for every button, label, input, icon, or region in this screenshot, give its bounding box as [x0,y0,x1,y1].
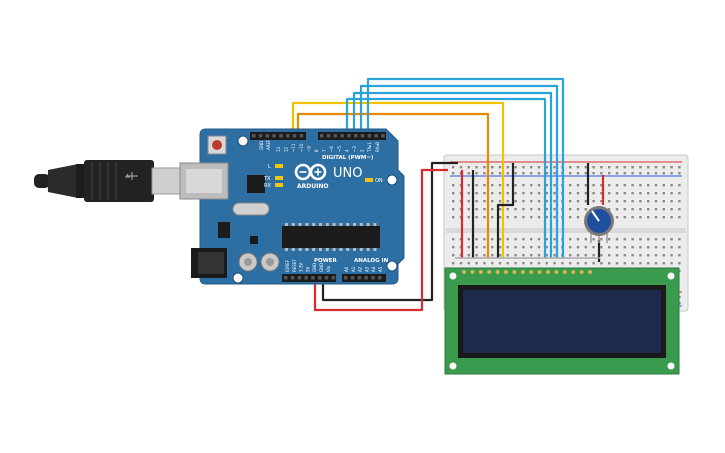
power-pin-label-3: 5V [305,266,310,272]
wire-black-gnd [321,161,458,302]
wire-blue-4 [366,77,565,258]
digital-pin-label-8: ~5 [337,146,342,152]
analog-pin-label-5: A5 [378,266,383,272]
led-l-label: L [268,164,271,170]
power-pin-label-1: RESET [292,259,297,272]
power-pin-label-0: IOREF [285,259,290,272]
lcd-screen [463,290,661,353]
wire-blue-2 [352,91,553,258]
lcd-pin [504,270,508,274]
lcd-pin [462,270,466,274]
arduino-logo-text: ARDUINO [297,183,328,190]
analog-pin-label-1: A1 [351,266,356,272]
arduino-uno-board: L TX RX ON AREF GND DIGITAL (PWM~) POWER… [179,128,405,285]
wire-black-rail [496,163,515,258]
on-label: ON [375,178,383,184]
digital-pin-label-4: ~9 [306,146,311,152]
lcd-pin [571,270,576,274]
wires [291,77,605,312]
lcd-pin [529,270,534,274]
digital-pin-label-3: ~10 [299,143,304,152]
digital-pin-label-2: ~11 [291,143,296,152]
power-label: POWER [314,258,338,264]
wire-orange [296,112,490,258]
gnd-label: GND [259,141,264,150]
digital-pin-label-11: 2 [360,149,365,152]
digital-pin-label-6: 7 [322,149,327,152]
digital-pin-label-0: 13 [276,146,281,152]
potentiometer-icon[interactable] [584,206,614,243]
digital-pin-label-13: RX◂0 [375,141,380,152]
power-pin-label-2: 3.3V [299,263,304,272]
header-holes [252,134,385,280]
analog-pin-label-3: A3 [364,266,369,272]
tx-label: TX [263,176,271,182]
lcd-pin-header [462,270,592,274]
rx-label: RX [264,183,271,189]
digital-pin-label-5: 8 [314,149,319,152]
wire-red-5v [313,168,448,312]
usb-cable-icon [34,160,183,202]
analog-pin-label-2: A2 [358,266,363,272]
chip-pins [285,223,377,251]
arduino-logo-icon [294,163,327,181]
lcd-pin [588,270,592,274]
lcd-pin [520,270,525,274]
digital-pin-label-12: TX▸1 [367,142,372,153]
lcd-pin [487,270,492,274]
lcd-pin [478,270,483,274]
lcd-pin [562,270,567,274]
digital-label: DIGITAL (PWM~) [322,155,374,161]
wire-blue-1 [345,97,547,258]
lcd-pin [470,270,475,274]
analog-pin-label-4: A4 [371,266,376,272]
analog-pin-label-0: A0 [344,266,349,272]
lcd-pin [579,270,584,274]
lcd-pin [537,270,542,274]
uno-model-text: UNO [333,166,362,181]
digital-pin-label-7: ~6 [329,146,334,152]
aref-label: AREF [266,139,271,150]
wire-blue-3 [359,84,559,258]
lcd-pin [554,270,559,274]
wire-yellow [291,101,505,258]
digital-pin-label-9: 4 [344,149,349,152]
power-pin-label-6: Vin [326,265,331,272]
lcd-module [444,267,680,375]
digital-pin-label-10: ~3 [352,146,357,152]
analog-label: ANALOG IN [354,258,389,264]
digital-pin-label-1: 12 [284,146,289,152]
power-pin-label-5: GND [319,263,324,272]
lcd-pin [512,270,517,274]
lcd-pin [495,270,500,274]
power-pin-label-4: GND [312,263,317,272]
lcd-pin [546,270,550,274]
